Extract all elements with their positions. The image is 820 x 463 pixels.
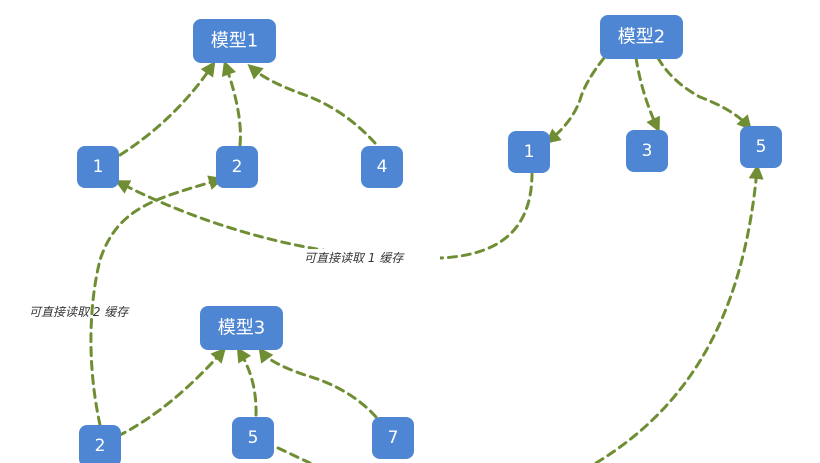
edge-model2-to-node3	[634, 56, 660, 133]
svg-text:5: 5	[756, 137, 767, 157]
model-2-node-1: 1	[508, 131, 550, 173]
model-1-node-4: 4	[361, 146, 403, 188]
model-1-box: 模型1	[193, 19, 276, 63]
svg-text:5: 5	[248, 428, 259, 448]
model-2-label: 模型2	[618, 27, 665, 48]
model-3-box: 模型3	[200, 306, 283, 350]
model-3-node-2: 2	[79, 425, 121, 463]
model-2-node-3: 3	[626, 130, 668, 172]
model-1-node-1: 1	[77, 146, 119, 188]
edge-node5-offscreen	[276, 446, 312, 463]
edge-node2-to-model3	[116, 347, 227, 438]
svg-text:2: 2	[95, 436, 106, 456]
model-3-node-5: 5	[232, 417, 274, 459]
edge-node2-to-model1	[221, 60, 242, 147]
edge-node5-to-model3	[236, 346, 258, 417]
edge-bottom-to-model2node5	[594, 164, 764, 463]
model-1-node-2: 2	[216, 146, 258, 188]
label-read-cache-2: 可直接读取 2 缓存	[29, 305, 130, 319]
model-2-node-5: 5	[740, 126, 782, 168]
model-1-label: 模型1	[211, 31, 258, 52]
model-3-node-7: 7	[372, 417, 414, 459]
svg-text:7: 7	[388, 428, 399, 448]
svg-text:1: 1	[524, 142, 535, 162]
edge-model2-to-node1	[545, 56, 606, 144]
svg-text:4: 4	[377, 157, 388, 177]
model-3-label: 模型3	[218, 318, 265, 339]
edge-model3node2-to-model1node2	[89, 175, 224, 427]
edge-node1-to-model1	[118, 61, 216, 157]
svg-text:1: 1	[93, 157, 104, 177]
svg-text:2: 2	[232, 157, 243, 177]
edge-model2node1-to-model1node1	[114, 171, 534, 260]
edge-node4-to-model1	[247, 64, 377, 145]
model-2-box: 模型2	[600, 15, 683, 59]
edge-model2-to-node5	[656, 56, 752, 131]
edge-node7-to-model3	[258, 347, 378, 419]
svg-text:3: 3	[642, 141, 653, 161]
label-read-cache-1: 可直接读取 1 缓存	[304, 251, 405, 265]
label-background	[300, 249, 440, 267]
